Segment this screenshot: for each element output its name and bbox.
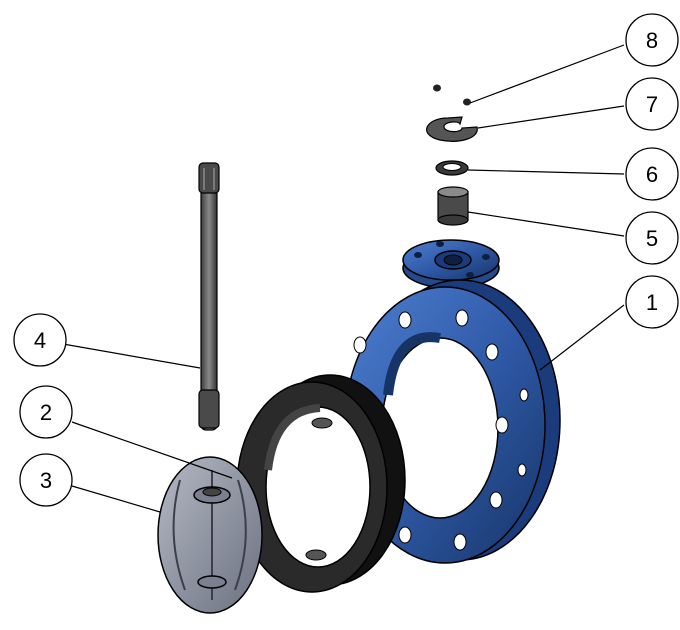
leader-line-1 (539, 304, 625, 371)
callout-circle (625, 211, 679, 265)
liner-part (236, 374, 406, 593)
leader-line-4 (62, 343, 201, 369)
leader-line-2 (71, 421, 233, 479)
callout-label: 6 (646, 162, 658, 187)
callout-label: 8 (646, 28, 658, 53)
disc-part (157, 456, 263, 614)
callout-3: 3 (19, 453, 73, 507)
callout-label: 5 (646, 226, 658, 251)
callout-circle (19, 453, 73, 507)
callout-label: 3 (40, 468, 52, 493)
leader-lines (62, 44, 625, 513)
callout-8: 8 (625, 13, 679, 67)
callout-6: 6 (625, 147, 679, 201)
callout-label: 2 (40, 400, 52, 425)
callout-label: 7 (646, 92, 658, 117)
leader-line-6 (467, 169, 625, 175)
o-ring-part (435, 160, 469, 176)
bushing-part (437, 186, 469, 226)
callout-circle (19, 385, 73, 439)
callout-7: 7 (625, 77, 679, 131)
callout-circle (625, 147, 679, 201)
callout-2: 2 (19, 385, 73, 439)
leader-line-5 (467, 211, 625, 237)
callout-5: 5 (625, 211, 679, 265)
leader-line-7 (477, 105, 625, 129)
screws-part (433, 84, 471, 106)
leader-line-3 (71, 485, 161, 513)
retaining-clip-part (426, 116, 478, 142)
callout-label: 4 (34, 328, 46, 353)
valve-body-part (343, 239, 561, 564)
callout-circle (625, 275, 679, 329)
callout-4: 4 (13, 313, 67, 367)
callout-circle (625, 77, 679, 131)
stem-part (198, 162, 220, 431)
callout-circle (13, 313, 67, 367)
callout-1: 1 (625, 275, 679, 329)
callout-circle (625, 13, 679, 67)
callout-label: 1 (646, 290, 658, 315)
leader-line-8 (469, 44, 625, 104)
